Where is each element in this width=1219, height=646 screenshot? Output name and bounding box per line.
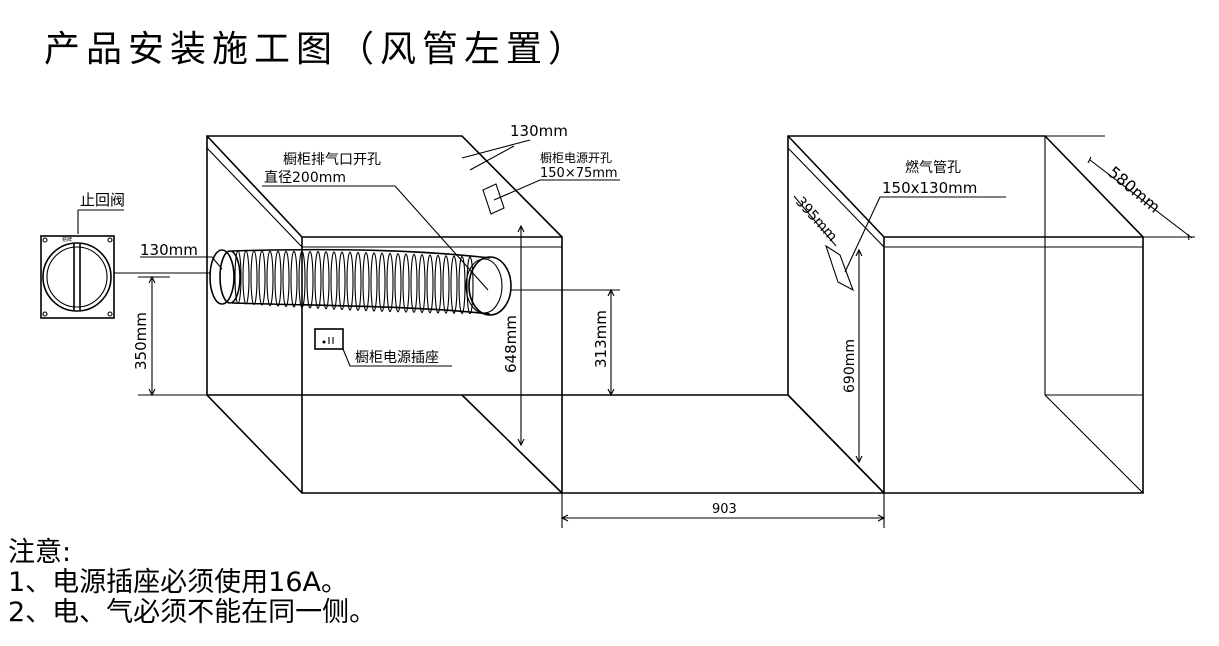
floor-lines (207, 394, 1143, 494)
dim-580: 580mm (1045, 135, 1195, 241)
gas-hole-callout: 燃气管孔 150x130mm (824, 159, 1006, 292)
svg-text:903: 903 (712, 502, 737, 517)
duct-rib (386, 252, 394, 313)
svg-text:350mm: 350mm (132, 312, 150, 370)
dim-690: 690mm (842, 248, 863, 464)
duct-rib (274, 250, 282, 307)
left-cabinet (206, 135, 563, 494)
dim-130-left: 130mm (114, 241, 223, 274)
duct-rib (322, 251, 330, 310)
duct-rib (258, 250, 266, 306)
duct-rib (362, 252, 370, 312)
svg-text:648mm: 648mm (502, 315, 520, 373)
duct-rib (266, 250, 274, 307)
duct-rib (330, 251, 338, 310)
duct-rib (450, 255, 458, 314)
duct-rib (250, 250, 258, 306)
dim-395: 395mm (792, 194, 840, 247)
dim-903: 903 (560, 493, 886, 528)
duct-rib (282, 250, 290, 308)
duct-rib (442, 255, 450, 314)
duct-rib (426, 254, 434, 314)
duct-rib (346, 251, 354, 311)
duct-rib (242, 250, 250, 305)
duct-rib (370, 252, 378, 312)
svg-text:橱柜电源插座: 橱柜电源插座 (355, 350, 439, 366)
notes-heading: 注意: (8, 537, 72, 568)
duct-rib (234, 250, 242, 304)
duct-rib (354, 251, 362, 311)
svg-text:313mm: 313mm (592, 310, 610, 368)
svg-text:橱柜电源开孔: 橱柜电源开孔 (540, 151, 612, 165)
duct-rib (418, 254, 426, 314)
flexible-duct (209, 248, 512, 316)
svg-text:395mm: 395mm (792, 194, 840, 245)
duct-rib (314, 251, 322, 309)
svg-text:150x130mm: 150x130mm (882, 179, 977, 197)
check-valve-label: 止回阀 (80, 191, 125, 209)
duct-rib (338, 251, 346, 311)
duct-rib (378, 252, 386, 312)
dim-648: 648mm (502, 224, 525, 447)
power-socket: 橱柜电源插座 (314, 328, 452, 367)
note-2: 2、电、气必须不能在同一侧。 (8, 597, 377, 628)
dim-350: 350mm (132, 275, 207, 397)
check-valve: 铭牌 止回阀 (40, 191, 125, 319)
duct-rib (306, 250, 314, 309)
note-1: 1、电源插座必须使用16A。 (8, 567, 349, 598)
duct-rib (434, 254, 442, 314)
svg-text:130mm: 130mm (510, 122, 568, 140)
svg-text:直径200mm: 直径200mm (264, 169, 346, 186)
duct-rib (290, 250, 298, 308)
notes: 注意: 1、电源插座必须使用16A。 2、电、气必须不能在同一侧。 (8, 538, 376, 628)
valve-badge: 铭牌 (62, 236, 72, 243)
duct-rib (394, 253, 402, 313)
exhaust-hole-callout: 橱柜排气口开孔 直径200mm (262, 152, 489, 291)
duct-rib (410, 253, 418, 313)
svg-text:橱柜排气口开孔: 橱柜排气口开孔 (283, 152, 381, 168)
svg-text:150×75mm: 150×75mm (540, 166, 618, 181)
svg-text:580mm: 580mm (1104, 163, 1163, 217)
duct-rib (402, 253, 410, 313)
duct-rib (298, 250, 306, 309)
power-hole-callout: 130mm 橱柜电源开孔 150×75mm (461, 122, 620, 215)
svg-text:690mm: 690mm (842, 339, 858, 393)
page-title: 产品安装施工图（风管左置） (44, 29, 591, 70)
dim-313: 313mm (510, 288, 620, 397)
duct-rib (458, 256, 466, 315)
svg-text:燃气管孔: 燃气管孔 (905, 159, 961, 176)
duct-rib (466, 256, 474, 315)
svg-text:130mm: 130mm (140, 241, 198, 259)
